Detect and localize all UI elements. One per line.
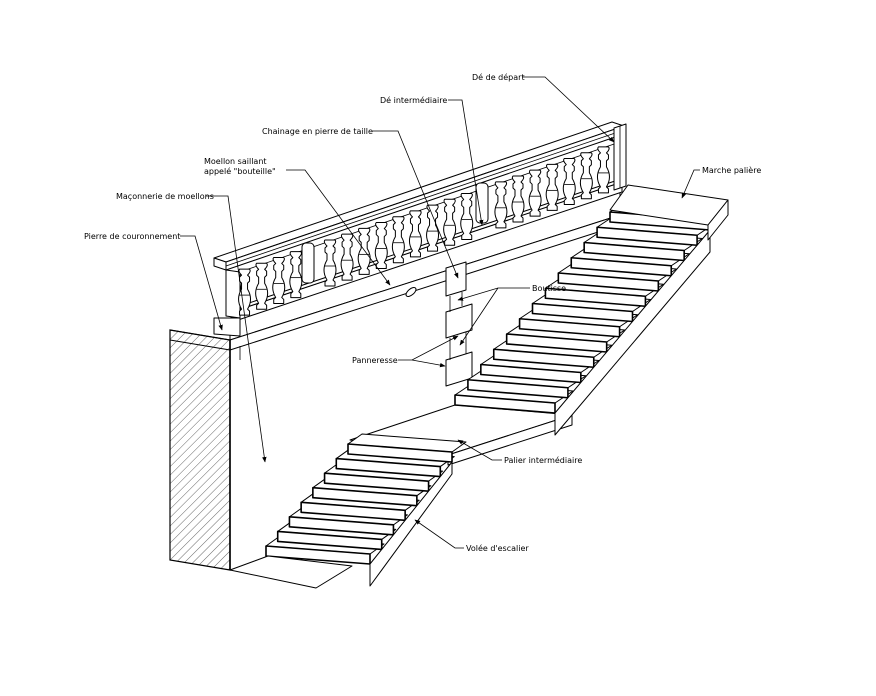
baluster (494, 181, 508, 229)
upper-flight (454, 199, 729, 436)
baluster (272, 256, 286, 304)
baluster (323, 239, 337, 287)
chainage-stones (445, 261, 473, 387)
baluster (579, 152, 593, 200)
top-landing (609, 184, 729, 241)
baluster (596, 146, 610, 194)
label-chainage: Chainage en pierre de taille (262, 127, 373, 136)
label-marche-paliere: Marche palière (702, 165, 761, 175)
step (347, 433, 467, 463)
baluster (374, 222, 388, 270)
label-panneresse: Panneresse (352, 356, 398, 365)
baluster (511, 175, 525, 223)
ground-slab (229, 555, 353, 589)
lower-stringer (369, 461, 453, 587)
baluster (255, 262, 269, 310)
wall-section-hatch (169, 329, 231, 571)
label-de-depart: Dé de départ (472, 72, 525, 82)
baluster (426, 204, 440, 252)
leader-lines (180, 76, 700, 549)
labels: Dé de départ Dé intermédiaire Chainage e… (84, 72, 761, 553)
baluster (238, 268, 252, 316)
baluster (357, 227, 371, 275)
baluster (562, 158, 576, 206)
label-moellon-saillant-1: Moellon saillant (204, 157, 267, 166)
baluster (443, 198, 457, 246)
lower-flight (265, 433, 467, 587)
label-de-intermediaire: Dé intermédiaire (380, 95, 447, 105)
baluster (289, 251, 303, 299)
bouteille-stone (405, 287, 417, 297)
label-pierre-couronnement: Pierre de couronnement (84, 232, 180, 241)
baluster (545, 163, 559, 211)
label-boutisse: Boutisse (532, 284, 566, 293)
label-volee-escalier: Volée d'escalier (466, 543, 529, 553)
label-moellon-saillant-2: appelé "bouteille" (204, 166, 276, 176)
balustrade (213, 121, 627, 337)
balusters (238, 146, 610, 316)
baluster (528, 169, 542, 217)
baluster (391, 216, 405, 264)
label-maconnerie: Maçonnerie de moellons (116, 192, 214, 201)
label-palier-intermediaire: Palier intermédiaire (504, 455, 582, 465)
upper-stringer (554, 229, 711, 436)
baluster (460, 192, 474, 240)
baluster (408, 210, 422, 258)
